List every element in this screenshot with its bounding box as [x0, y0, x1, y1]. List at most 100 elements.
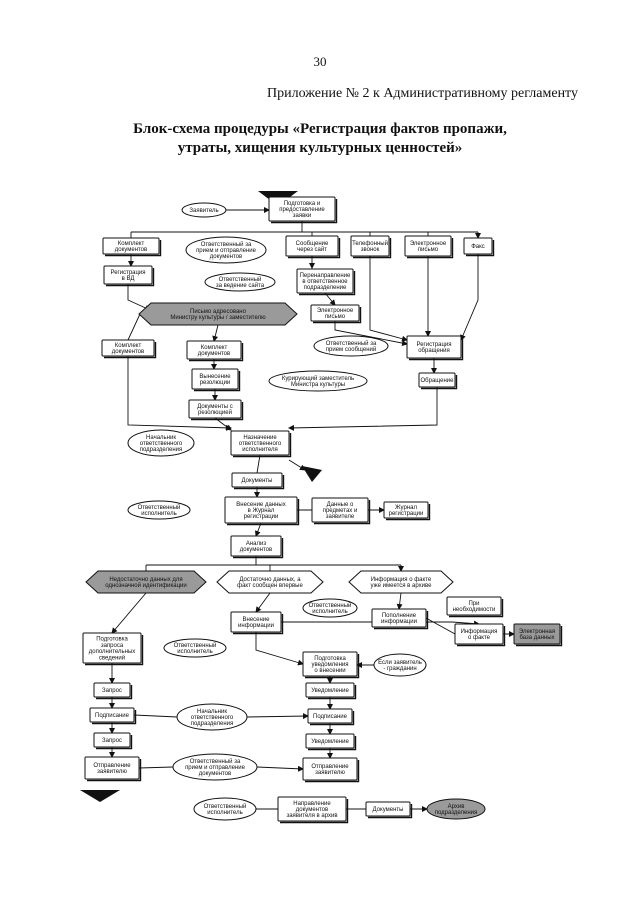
process-box: [191, 368, 239, 390]
node-label: Информация: [461, 629, 498, 635]
node-label: письмо: [418, 247, 439, 253]
box-shadow: [189, 343, 244, 362]
connector-n31: [255, 592, 271, 613]
process-box: [231, 472, 283, 488]
flow-end-marker: [80, 790, 120, 802]
connector-n13: [334, 321, 408, 346]
box-shadow: [368, 804, 413, 819]
node-label: в Журнал: [248, 508, 275, 514]
process-box: [186, 340, 242, 360]
box-shadow: [194, 371, 241, 392]
actor-ellipse: [127, 500, 191, 520]
process-box: [406, 335, 462, 359]
box-shadow: [305, 760, 360, 783]
process-box: [383, 501, 429, 519]
flow-node-n48: Запрос: [93, 732, 133, 750]
process-box: [103, 265, 153, 285]
node-label: предоставление: [279, 207, 325, 213]
process-box: [305, 682, 355, 698]
connector-n30: [111, 592, 147, 634]
process-box: [285, 235, 339, 257]
node-label: Регистрация: [110, 270, 145, 276]
node-label: регистрации: [244, 514, 279, 520]
process-box: [82, 632, 142, 664]
process-box: [404, 235, 452, 257]
flow-node-n49: Уведомление: [305, 733, 357, 751]
node-label: Подготовка и: [284, 201, 321, 207]
title-line-1: Блок-схема процедуры «Регистрация фактов…: [133, 121, 507, 137]
connector-n32: [396, 592, 403, 610]
node-label: Электронное: [317, 308, 354, 314]
process-box: [230, 611, 282, 633]
node-label: Комплект: [201, 345, 228, 351]
flow-node-n44: Уведомление: [305, 682, 357, 700]
actor-ellipse: [204, 272, 276, 292]
box-shadow: [85, 635, 144, 666]
actor-ellipse: [193, 797, 257, 821]
process-box: [89, 707, 135, 723]
node-label: Подготовка: [96, 637, 128, 643]
box-shadow: [288, 238, 341, 259]
box-shadow: [421, 375, 458, 390]
node-label: Назначение: [243, 435, 277, 441]
box-shadow: [310, 711, 355, 726]
connector-n23: [256, 454, 305, 473]
actor-ellipse: [268, 370, 368, 392]
node-label: Журнал: [395, 505, 417, 511]
appendix-heading: Приложение № 2 к Административному регла…: [267, 86, 578, 101]
node-label: исполнителя: [242, 447, 278, 453]
node-label: исполнитель: [207, 810, 242, 816]
node-label: Заявитель: [189, 208, 218, 214]
title-line-2: утраты, хищения культурных ценностей»: [177, 140, 463, 156]
process-box: [188, 399, 242, 419]
process-box: [230, 535, 282, 557]
process-box: [302, 651, 358, 677]
node-label: документов: [210, 254, 242, 260]
node-label: факт сообщен впервые: [237, 583, 303, 589]
actor-ellipse: [172, 753, 258, 781]
process-box: [277, 796, 347, 822]
node-label: Комплект: [118, 241, 145, 247]
node-label: уведомления: [311, 662, 348, 668]
node-label: Подписание: [313, 714, 348, 720]
box-shadow: [191, 402, 244, 421]
flow-node-n08: Факс: [463, 237, 495, 257]
node-label: однозначной идентификации: [105, 582, 186, 589]
node-label: исполнитель: [141, 511, 176, 517]
node-label: документов: [198, 351, 230, 357]
connector-n20: [288, 387, 438, 431]
process-box: [463, 237, 493, 255]
connector-n51: [138, 767, 303, 769]
node-label: заявки: [293, 213, 312, 219]
decision-hexagon: [216, 570, 324, 594]
connector-n02: [130, 221, 478, 238]
node-label: о внесении: [314, 668, 345, 674]
box-shadow: [313, 307, 362, 324]
node-label: информации: [238, 623, 274, 629]
node-label: предметах и: [323, 508, 358, 514]
box-shadow: [299, 271, 356, 296]
connector-n35b: [255, 632, 304, 666]
node-label: - гражданин: [383, 666, 416, 672]
process-box: [454, 623, 504, 645]
node-label: Электронная: [519, 629, 555, 635]
node-label: сведений: [99, 654, 125, 661]
